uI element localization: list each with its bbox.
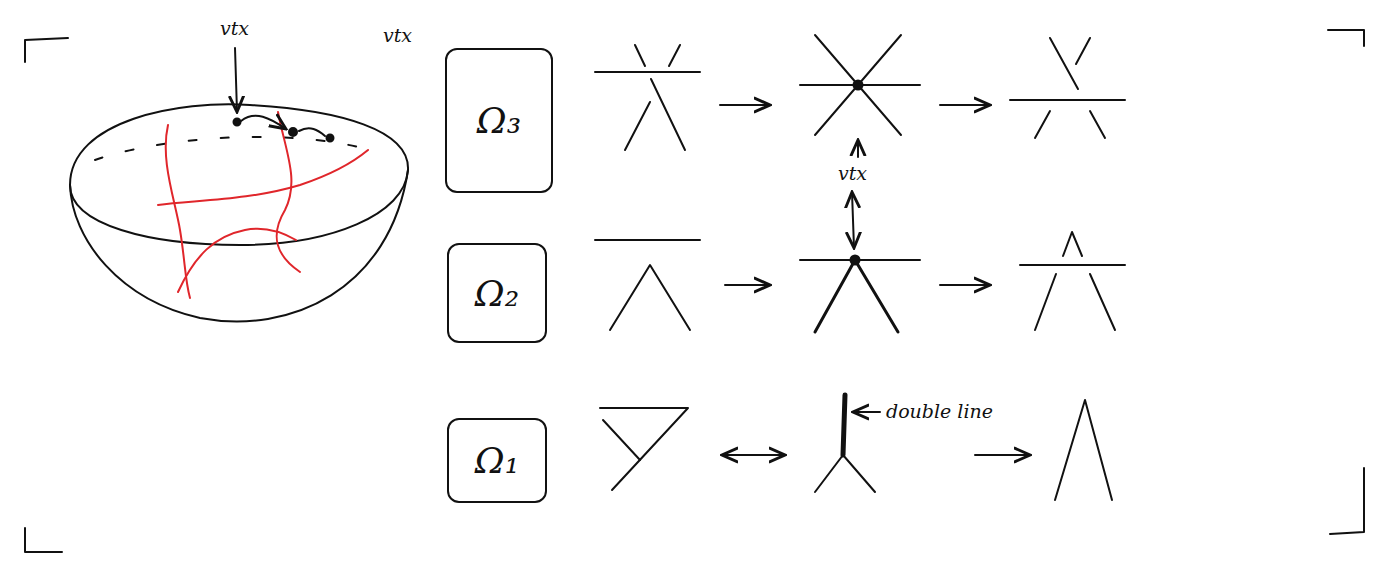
move-name: Ω₁ bbox=[475, 440, 519, 481]
strand bbox=[669, 45, 680, 66]
red-curve bbox=[277, 112, 300, 272]
move-box: Ω₁ bbox=[447, 418, 547, 503]
strand bbox=[815, 260, 898, 332]
move-arrow bbox=[725, 284, 770, 286]
move-arrow bbox=[975, 454, 1030, 456]
strand bbox=[815, 35, 901, 135]
vertex-dot bbox=[327, 135, 334, 142]
vertex-dot bbox=[289, 128, 297, 136]
move-path bbox=[299, 128, 325, 136]
strand bbox=[843, 455, 875, 492]
strand bbox=[1063, 232, 1082, 256]
strand bbox=[595, 239, 700, 241]
move-name: Ω₃ bbox=[477, 100, 521, 141]
leader-arrow bbox=[852, 192, 854, 248]
strand bbox=[815, 35, 901, 135]
strand bbox=[815, 455, 843, 492]
strand bbox=[635, 45, 645, 66]
move-arrow bbox=[720, 104, 770, 106]
move-name: Ω₂ bbox=[475, 273, 519, 314]
sketch bbox=[25, 30, 1364, 552]
red-curve bbox=[158, 150, 368, 205]
double-line bbox=[843, 395, 845, 455]
leader-arrow bbox=[857, 140, 859, 157]
surface-top bbox=[70, 104, 408, 245]
bracket bbox=[1328, 30, 1364, 46]
strand bbox=[595, 71, 700, 73]
strand bbox=[1090, 111, 1105, 138]
vertex-label: vtx bbox=[220, 18, 249, 39]
strand bbox=[1055, 400, 1112, 500]
strand bbox=[1020, 264, 1125, 266]
vertex-dot bbox=[234, 119, 241, 126]
move-box: Ω₂ bbox=[447, 243, 547, 343]
strand bbox=[1076, 38, 1090, 64]
strand bbox=[1035, 274, 1056, 330]
red-curves bbox=[158, 112, 368, 298]
strand bbox=[1035, 111, 1050, 138]
note-label: double line bbox=[886, 401, 993, 422]
strand bbox=[603, 420, 640, 460]
strand bbox=[625, 102, 650, 150]
move-arrow bbox=[940, 284, 990, 286]
red-curve bbox=[178, 229, 296, 292]
red-curve bbox=[166, 125, 190, 298]
surface-body bbox=[70, 170, 408, 321]
bracket bbox=[25, 38, 68, 62]
strand bbox=[1010, 99, 1125, 101]
vertex-dot bbox=[851, 256, 860, 265]
strand bbox=[1090, 274, 1115, 330]
vertex-dot bbox=[854, 81, 863, 90]
move-arrow bbox=[241, 116, 286, 129]
bracket bbox=[25, 528, 62, 552]
move-arrow bbox=[722, 454, 785, 456]
leader-arrow bbox=[853, 411, 880, 413]
strand bbox=[651, 79, 685, 150]
move-arrow bbox=[940, 104, 990, 106]
bracket bbox=[1330, 468, 1364, 534]
strand bbox=[600, 408, 688, 490]
vertex-label: vtx bbox=[838, 163, 867, 184]
move-box: Ω₃ bbox=[445, 48, 553, 193]
strand bbox=[1050, 38, 1078, 89]
strand bbox=[610, 265, 690, 330]
leader-arrow bbox=[235, 48, 237, 112]
vertex-label: vtx bbox=[383, 25, 412, 46]
